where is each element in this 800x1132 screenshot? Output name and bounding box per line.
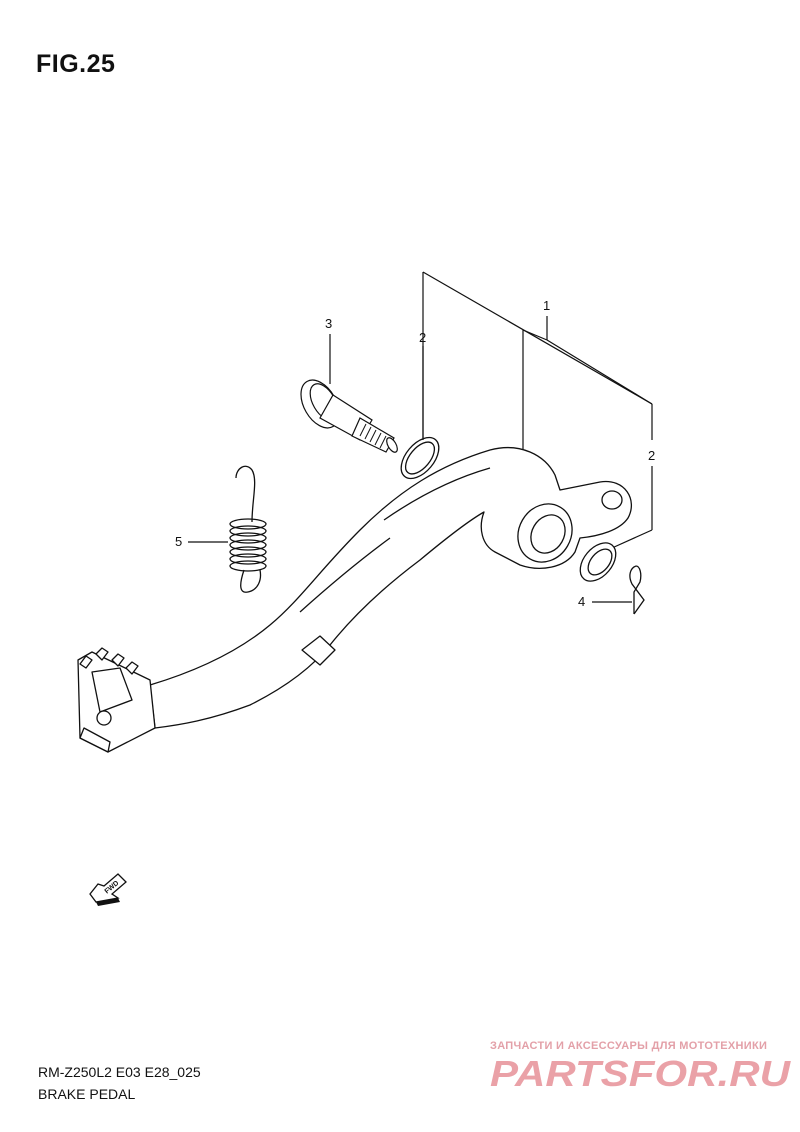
fwd-arrow-icon: FWD	[89, 873, 127, 906]
model-code: RM-Z250L2 E03 E28_025	[38, 1064, 201, 1080]
watermark-logo-text: PARTSFOR.RU	[490, 1053, 791, 1092]
pivot-bolt	[300, 379, 398, 453]
figure-title: FIG.25	[36, 50, 116, 78]
return-spring	[229, 465, 267, 593]
callout-2-left: 2	[419, 330, 426, 345]
callout-3: 3	[325, 316, 332, 331]
brake-pedal-arm	[149, 446, 633, 729]
diagram-name: BRAKE PEDAL	[38, 1086, 136, 1102]
callout-1: 1	[543, 298, 550, 313]
o-ring-left	[400, 436, 440, 480]
o-ring-right	[579, 542, 617, 582]
callout-5: 5	[175, 534, 182, 549]
leader-lines	[188, 271, 653, 603]
callout-4: 4	[578, 594, 585, 609]
cotter-pin	[629, 565, 645, 615]
pedal-tip	[77, 647, 156, 753]
callout-2-right: 2	[648, 448, 655, 463]
watermark-logo: PARTSFOR.RU	[490, 1053, 791, 1092]
watermark-tagline: ЗАПЧАСТИ И АКСЕССУАРЫ ДЛЯ МОТОТЕХНИКИ	[490, 1040, 768, 1052]
